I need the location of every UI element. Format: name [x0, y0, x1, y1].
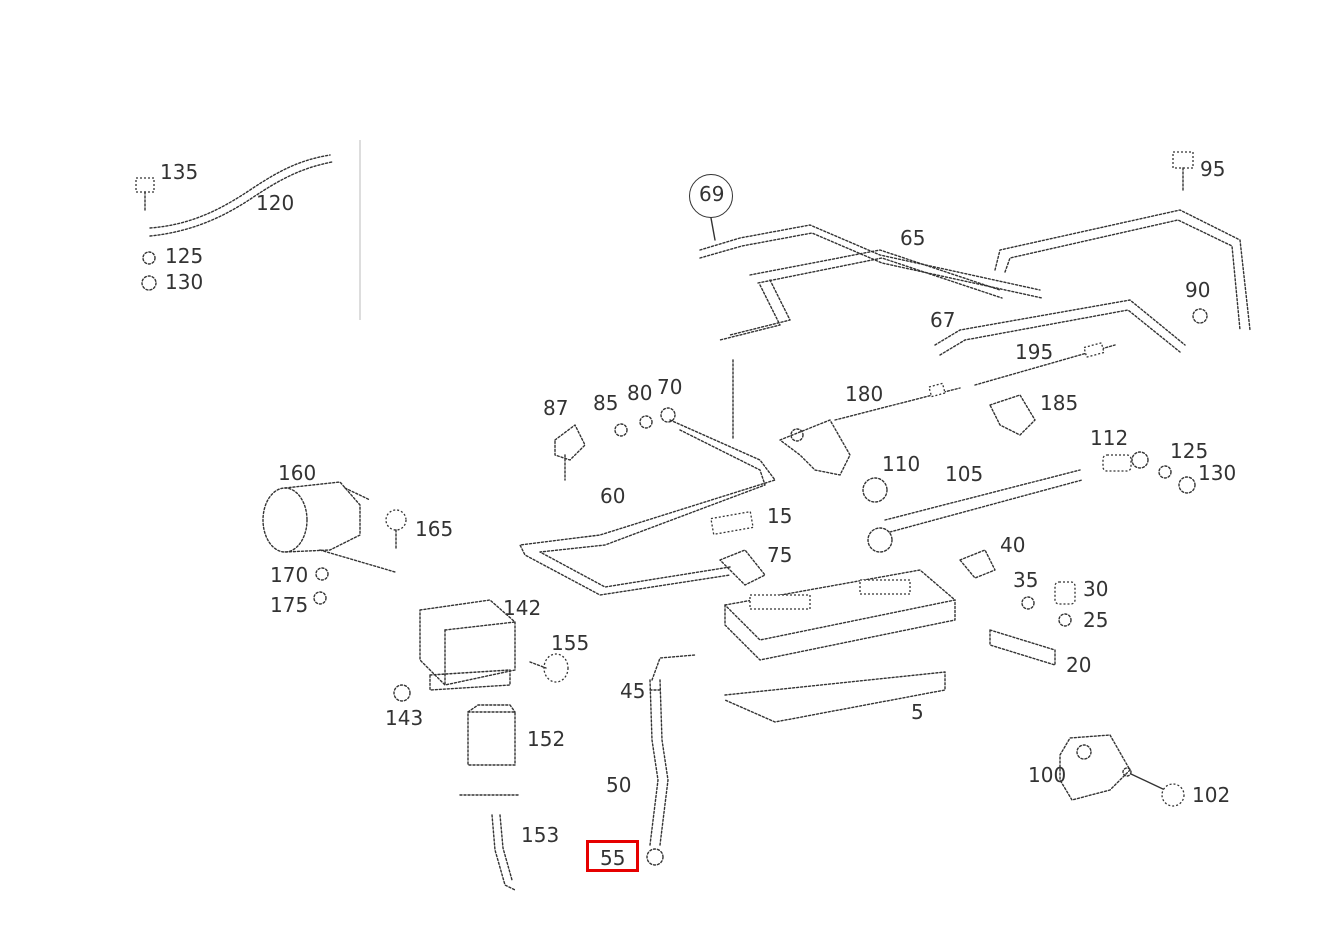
part-155-rivet [529, 653, 569, 683]
part-125a-washer [142, 251, 156, 265]
part-102-nut [1161, 783, 1185, 807]
part-85-washer [614, 423, 628, 437]
part-65-right-loop [994, 209, 1251, 331]
part-125b-washer [1158, 465, 1172, 479]
callout-160[interactable]: 160 [278, 461, 317, 485]
callout-175[interactable]: 175 [270, 593, 309, 617]
callout-55[interactable]: 55 [600, 846, 626, 870]
part-5-battery [724, 569, 956, 723]
callout-155[interactable]: 155 [551, 631, 590, 655]
callout-45[interactable]: 45 [620, 679, 646, 703]
part-65-cable [699, 224, 1043, 341]
callout-25[interactable]: 25 [1083, 608, 1109, 632]
part-75-clip [719, 549, 766, 586]
part-180-terminal [779, 419, 851, 476]
part-25-washer [1058, 613, 1072, 627]
callout-87[interactable]: 87 [543, 396, 569, 420]
callout-95[interactable]: 95 [1200, 157, 1226, 181]
part-80-washer [639, 415, 653, 429]
part-40-terminal [959, 549, 996, 579]
callout-60[interactable]: 60 [600, 484, 626, 508]
leader-69 [710, 217, 716, 241]
part-100-bracket [1059, 734, 1166, 801]
part-143-nut [393, 684, 411, 702]
callout-110[interactable]: 110 [882, 452, 921, 476]
callout-85[interactable]: 85 [593, 391, 619, 415]
part-112-sleeve [1102, 454, 1132, 472]
part-95-bolt [1172, 151, 1194, 193]
callout-67[interactable]: 67 [930, 308, 956, 332]
part-55-terminal [646, 848, 664, 866]
callout-69-circle [689, 174, 733, 218]
callout-152[interactable]: 152 [527, 727, 566, 751]
callout-142[interactable]: 142 [503, 596, 542, 620]
callout-125b[interactable]: 125 [1170, 439, 1209, 463]
callout-130b[interactable]: 130 [1198, 461, 1237, 485]
part-70-nut [660, 407, 676, 423]
callout-165[interactable]: 165 [415, 517, 454, 541]
part-87-bracket [554, 424, 586, 461]
part-20-bracket [989, 629, 1056, 666]
callout-170[interactable]: 170 [270, 563, 309, 587]
part-152-relay [467, 704, 516, 766]
callout-50[interactable]: 50 [606, 773, 632, 797]
callout-80[interactable]: 80 [627, 381, 653, 405]
callout-105[interactable]: 105 [945, 462, 984, 486]
callout-40[interactable]: 40 [1000, 533, 1026, 557]
callout-130a[interactable]: 130 [165, 270, 204, 294]
part-67-cable [934, 299, 1186, 346]
part-130a-washer [141, 275, 157, 291]
callout-75[interactable]: 75 [767, 543, 793, 567]
part-160-motor [262, 481, 396, 573]
callout-35[interactable]: 35 [1013, 568, 1039, 592]
callout-70[interactable]: 70 [657, 375, 683, 399]
callout-120[interactable]: 120 [256, 191, 295, 215]
callout-135[interactable]: 135 [160, 160, 199, 184]
callout-153[interactable]: 153 [521, 823, 560, 847]
part-15-clip [710, 510, 754, 536]
part-105-cable [884, 469, 1081, 521]
callout-15[interactable]: 15 [767, 504, 793, 528]
part-135-bolt [135, 177, 155, 211]
part-110-nut [862, 477, 888, 503]
callout-90[interactable]: 90 [1185, 278, 1211, 302]
callout-143[interactable]: 143 [385, 706, 424, 730]
part-130b-washer [1178, 476, 1196, 494]
part-30-nut [1054, 581, 1076, 605]
callout-180[interactable]: 180 [845, 382, 884, 406]
callout-185[interactable]: 185 [1040, 391, 1079, 415]
callout-102[interactable]: 102 [1192, 783, 1231, 807]
callout-20[interactable]: 20 [1066, 653, 1092, 677]
part-90-nut [1192, 308, 1208, 324]
part-142-box [419, 599, 516, 691]
part-165-bolt [385, 509, 407, 551]
part-175-washer [313, 591, 327, 605]
part-50-cable [649, 654, 696, 846]
callout-69[interactable]: 69 [699, 182, 725, 206]
callout-112[interactable]: 112 [1090, 426, 1129, 450]
part-60-cable [519, 419, 776, 596]
callout-125a[interactable]: 125 [165, 244, 204, 268]
part-120-cable [149, 154, 331, 229]
callout-195[interactable]: 195 [1015, 340, 1054, 364]
part-170-washer [315, 567, 329, 581]
callout-65[interactable]: 65 [900, 226, 926, 250]
part-35-washer [1021, 596, 1035, 610]
callout-100[interactable]: 100 [1028, 763, 1067, 787]
part-153-wire [491, 814, 516, 891]
callout-30[interactable]: 30 [1083, 577, 1109, 601]
part-185-clamp [989, 394, 1036, 436]
callout-5[interactable]: 5 [911, 700, 924, 724]
